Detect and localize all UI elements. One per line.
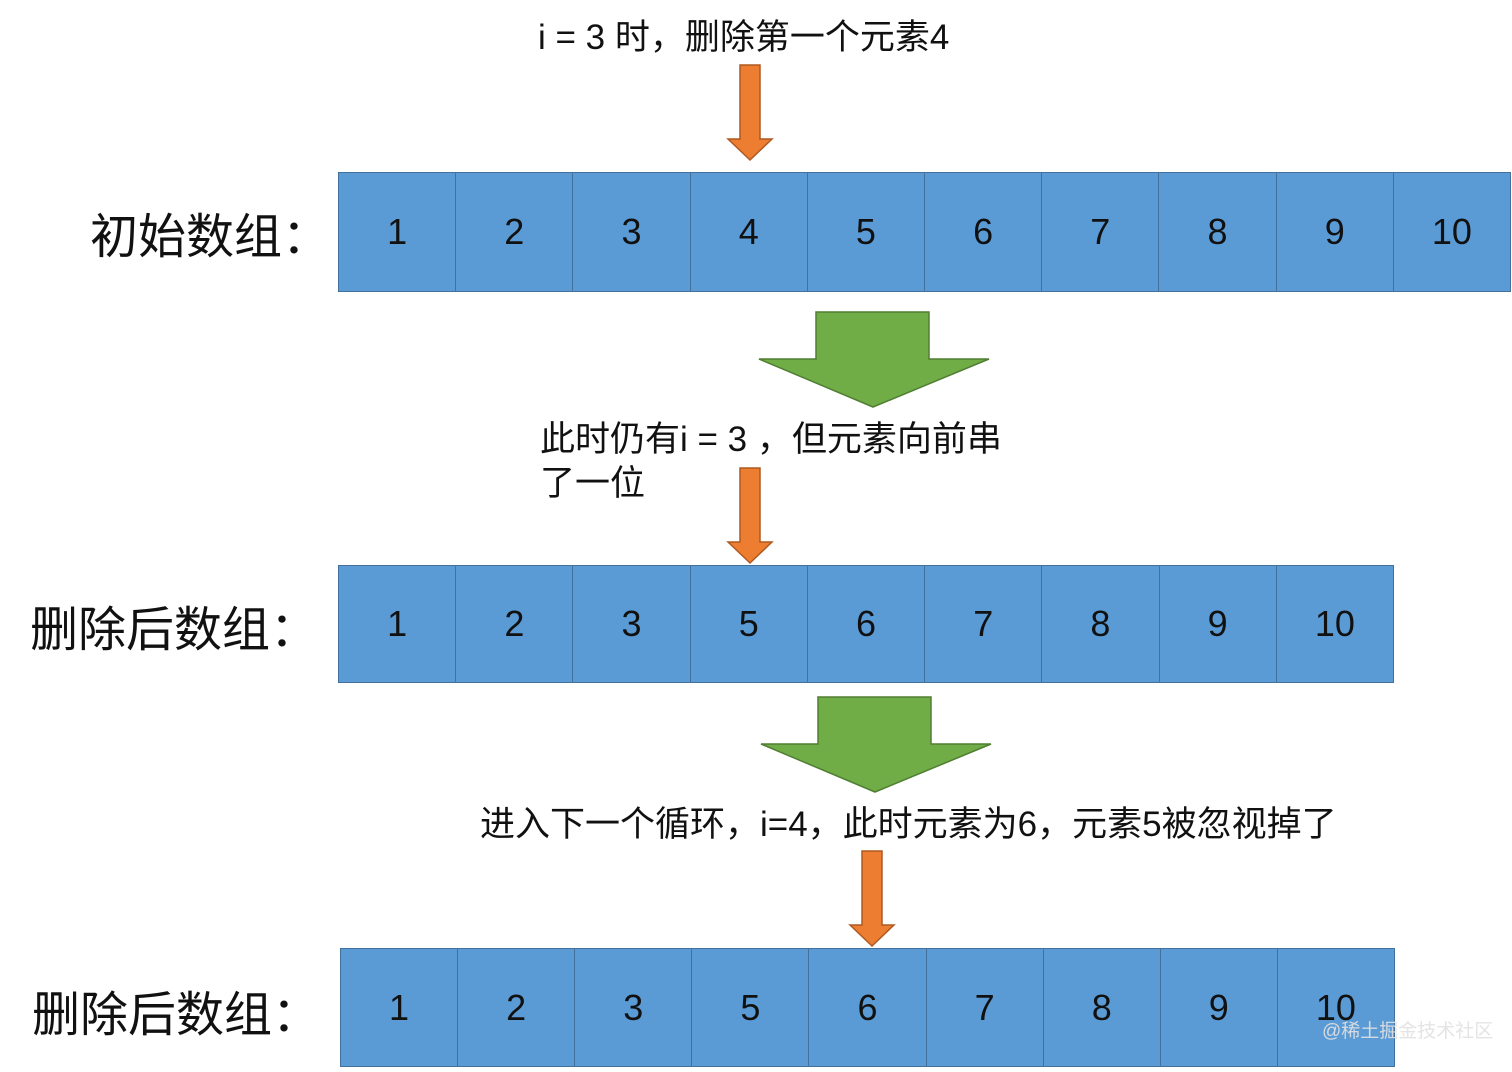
caption-step-2: 此时仍有i = 3 ，但元素向前串 了一位 [540, 418, 1002, 506]
caption-step-3: 进入下一个循环，i=4，此时元素为6，元素5被忽视掉了 [480, 805, 1337, 844]
array-cell: 3 [573, 173, 691, 291]
array-cell: 1 [339, 566, 457, 682]
watermark: @稀土掘金技术社区 [1322, 1021, 1494, 1042]
array-cell: 5 [692, 949, 810, 1066]
array-cell: 3 [575, 949, 693, 1066]
transition-arrow-shape [758, 311, 990, 408]
after-delete-array-label: 删除后数组： [32, 989, 321, 1042]
array-cell: 7 [927, 949, 1044, 1066]
pointer-arrow-shape [726, 64, 774, 162]
array-cell: 2 [458, 949, 576, 1066]
transition-arrow-down-icon [760, 696, 992, 793]
array-cell: 8 [1042, 566, 1160, 682]
array-cell: 4 [691, 173, 808, 291]
array-cell: 1 [339, 173, 457, 291]
pointer-arrow-down-icon [726, 467, 774, 565]
transition-arrow-shape [760, 696, 992, 793]
array-cell: 6 [809, 949, 927, 1066]
array-cell: 3 [573, 566, 691, 682]
array-cell: 1 [341, 949, 459, 1066]
initial-array-label: 初始数组： [90, 211, 331, 264]
transition-arrow-down-icon [758, 311, 990, 408]
after-delete-array-label: 删除后数组： [30, 604, 319, 657]
pointer-arrow-down-icon [726, 64, 774, 162]
array-cell: 7 [1042, 173, 1160, 291]
pointer-arrow-shape [848, 850, 896, 948]
array-cell: 7 [925, 566, 1043, 682]
array-cell: 6 [808, 566, 926, 682]
caption-step-1: i = 3 时，删除第一个元素4 [538, 18, 950, 57]
array-cell: 9 [1160, 566, 1277, 682]
array-cell: 10 [1315, 986, 1356, 1028]
array-cell: 10 [1314, 603, 1355, 644]
array-cell: 9 [1161, 949, 1278, 1066]
pointer-arrow-shape [726, 467, 774, 565]
array-cell: 9 [1277, 173, 1394, 291]
array-cell: 10 [1431, 211, 1472, 252]
array-cell: 6 [925, 173, 1043, 291]
array-cell: 5 [808, 173, 926, 291]
caption-step-2-line-2: 了一位 [540, 464, 646, 503]
array-cell: 5 [691, 566, 808, 682]
array-cell: 8 [1159, 173, 1277, 291]
array-cell: 8 [1044, 949, 1161, 1066]
pointer-arrow-down-icon [848, 850, 896, 948]
array-cell: 2 [456, 566, 574, 682]
array-cell: 2 [456, 173, 574, 291]
caption-step-2-line-1: 此时仍有i = 3 ，但元素向前串 [540, 420, 1002, 459]
